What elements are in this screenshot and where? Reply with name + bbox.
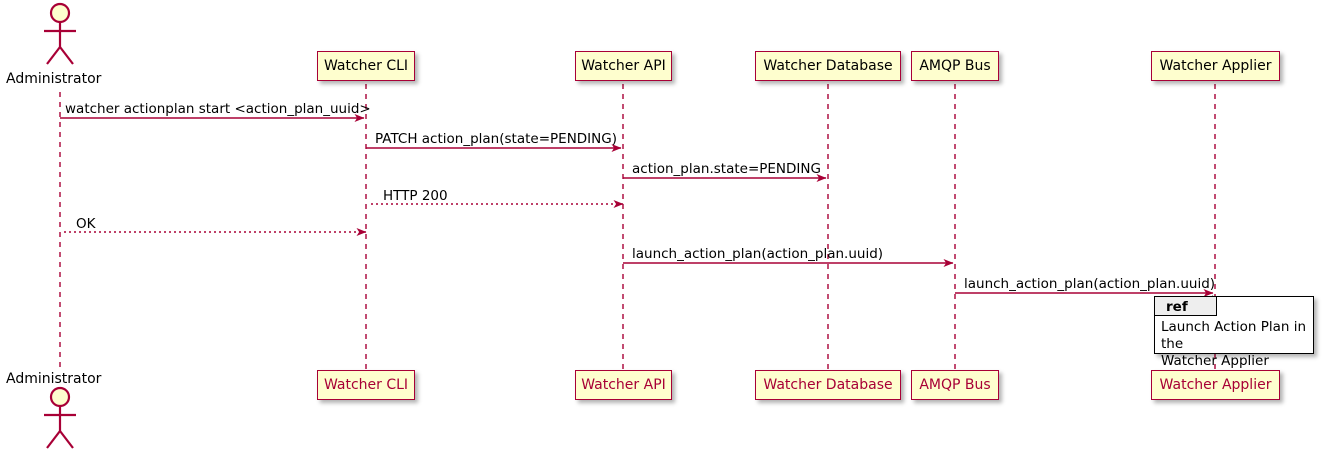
participant-box-cli-bottom[interactable]: Watcher CLI [317, 370, 415, 400]
actor-figure-top [44, 2, 76, 65]
message-label-6: launch_action_plan(action_plan.uuid) [632, 246, 884, 262]
participant-label-db-top: Watcher Database [763, 58, 893, 74]
participant-label-cli-top: Watcher CLI [323, 58, 409, 74]
participant-label-cli-bottom: Watcher CLI [323, 377, 409, 393]
actor-figure-bottom [44, 386, 76, 449]
actor-label-admin-top: Administrator [6, 71, 102, 87]
message-label-1: watcher actionplan start <action_plan_uu… [65, 101, 371, 117]
lifelines [59, 84, 1216, 370]
message-arrows [60, 114, 1214, 297]
ref-fragment-body-line-2: Watcher Applier [1161, 353, 1269, 369]
participant-label-bus-bottom: AMQP Bus [919, 377, 991, 393]
participant-label-applier-top: Watcher Applier [1159, 58, 1272, 74]
participant-box-bus-bottom[interactable]: AMQP Bus [911, 370, 999, 400]
participant-box-cli-top[interactable]: Watcher CLI [317, 51, 415, 81]
message-label-5: OK [76, 216, 96, 232]
participant-label-api-bottom: Watcher API [581, 377, 666, 393]
message-label-2: PATCH action_plan(state=PENDING) [375, 131, 617, 147]
ref-fragment[interactable]: ref Launch Action Plan in the Watcher Ap… [1154, 296, 1314, 369]
participant-box-db-top[interactable]: Watcher Database [755, 51, 901, 81]
participant-label-applier-bottom: Watcher Applier [1159, 377, 1272, 393]
participant-box-bus-top[interactable]: AMQP Bus [911, 51, 999, 81]
ref-fragment-tab [1155, 297, 1217, 316]
participant-box-applier-bottom[interactable]: Watcher Applier [1151, 370, 1280, 400]
participant-box-db-bottom[interactable]: Watcher Database [755, 370, 901, 400]
ref-fragment-body-line-1: Launch Action Plan in the [1161, 319, 1307, 352]
actor-label-admin-bottom: Administrator [6, 371, 102, 387]
participant-label-bus-top: AMQP Bus [919, 58, 991, 74]
message-label-3: action_plan.state=PENDING [632, 161, 821, 177]
participant-box-applier-top[interactable]: Watcher Applier [1151, 51, 1280, 81]
ref-fragment-body: Launch Action Plan in the Watcher Applie… [1161, 319, 1330, 370]
participant-label-db-bottom: Watcher Database [763, 377, 893, 393]
participant-label-api-top: Watcher API [581, 58, 666, 74]
participant-box-api-top[interactable]: Watcher API [575, 51, 672, 81]
ref-fragment-tab-label: ref [1166, 299, 1188, 315]
participant-box-api-bottom[interactable]: Watcher API [575, 370, 672, 400]
message-label-7: launch_action_plan(action_plan.uuid) [964, 276, 1216, 292]
message-label-4: HTTP 200 [383, 188, 448, 204]
